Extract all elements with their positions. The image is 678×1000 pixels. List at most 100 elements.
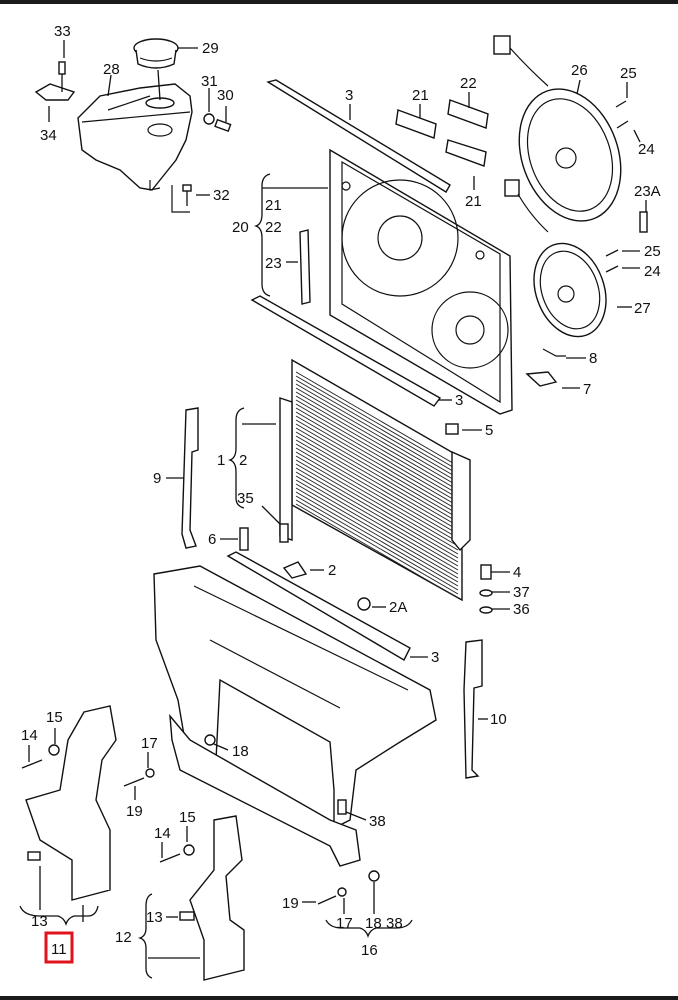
- callout-23: 23: [265, 255, 282, 272]
- callout-2: 2: [239, 452, 247, 469]
- callout-6: 6: [208, 531, 216, 548]
- callout-38: 38: [369, 813, 386, 830]
- radiator-fin: [295, 471, 459, 567]
- radiator-fin: [295, 419, 459, 515]
- callout-26: 26: [571, 62, 588, 79]
- seal-pieces: [395, 99, 489, 167]
- callout-15: 15: [46, 709, 63, 726]
- callout-1: 1: [217, 452, 225, 469]
- callout-27: 27: [634, 300, 651, 317]
- braces: [19, 173, 413, 979]
- radiator-fin: [295, 391, 459, 487]
- callout-25: 25: [620, 65, 637, 82]
- callout-38: 38: [386, 915, 403, 932]
- callout-18: 18: [232, 743, 249, 760]
- bottom-border: [0, 996, 678, 1000]
- callout-3: 3: [431, 649, 439, 666]
- radiator-fin: [295, 503, 459, 599]
- radiator-fin: [295, 383, 459, 479]
- radiator-fin: [295, 431, 459, 527]
- radiator-fin: [295, 475, 459, 571]
- callout-2a: 2A: [389, 599, 407, 616]
- callout-35: 35: [237, 490, 254, 507]
- seal-strip-mid: [250, 295, 442, 407]
- radiator: [279, 358, 471, 602]
- radiator-fin: [295, 371, 459, 467]
- callout-10: 10: [490, 711, 507, 728]
- radiator-fin: [295, 447, 459, 543]
- radiator-fin: [295, 427, 459, 523]
- callout-29: 29: [202, 40, 219, 57]
- fan-shroud: [329, 148, 513, 415]
- radiator-fin: [295, 407, 459, 503]
- radiator-fin: [295, 415, 459, 511]
- air-guide-12: [179, 815, 245, 981]
- callout-37: 37: [513, 584, 530, 601]
- callout-19: 19: [282, 895, 299, 912]
- callout-5: 5: [485, 422, 493, 439]
- lock-carrier: [153, 551, 437, 830]
- seal-23: [299, 229, 311, 305]
- screws-24-25: [605, 100, 648, 273]
- callout-25: 25: [644, 243, 661, 260]
- callout-30: 30: [217, 87, 234, 104]
- callout-17: 17: [336, 915, 353, 932]
- bracket-34: [34, 61, 76, 101]
- top-border: [0, 0, 678, 4]
- callout-18: 18: [365, 915, 382, 932]
- radiator-fin: [295, 423, 459, 519]
- callout-2: 2: [328, 562, 336, 579]
- radiator-fin: [295, 439, 459, 535]
- callout-24: 24: [638, 141, 655, 158]
- expansion-tank-cap: [133, 38, 179, 101]
- expansion-tank: [77, 83, 193, 191]
- bolt-32: [171, 184, 192, 213]
- callout-21: 21: [265, 197, 282, 214]
- fan-motor-26: [493, 35, 622, 222]
- callout-23a: 23A: [634, 183, 661, 200]
- highlight-box-11: [44, 931, 74, 964]
- radiator-fin: [295, 491, 459, 587]
- radiator-fin: [295, 395, 459, 491]
- radiator-fin: [295, 463, 459, 559]
- radiator-fin: [295, 387, 459, 483]
- radiator-fin: [295, 479, 459, 575]
- callout-3: 3: [455, 392, 463, 409]
- bracket-16: [169, 713, 380, 882]
- radiator-fin: [295, 495, 459, 591]
- callout-11: 11: [51, 941, 67, 958]
- seal-strip-top: [266, 79, 451, 193]
- callout-13: 13: [31, 913, 48, 930]
- callout-20: 20: [232, 219, 249, 236]
- small-fasteners: [21, 523, 493, 905]
- callout-7: 7: [583, 381, 591, 398]
- side-member-9: [181, 407, 199, 549]
- callout-labels: 33 29 28 31 30 34 32 3 21 22 21 26 25 24…: [21, 23, 661, 959]
- callout-4: 4: [513, 564, 521, 581]
- radiator-fin: [295, 455, 459, 551]
- callout-36: 36: [513, 601, 530, 618]
- clips-7-8: [525, 348, 566, 387]
- callout-24: 24: [644, 263, 661, 280]
- radiator-fin: [295, 375, 459, 471]
- callout-32: 32: [213, 187, 230, 204]
- callout-12: 12: [115, 929, 132, 946]
- callout-13: 13: [146, 909, 163, 926]
- callout-21: 21: [465, 193, 482, 210]
- callout-9: 9: [153, 470, 161, 487]
- radiator-fin: [295, 487, 459, 583]
- callout-22: 22: [265, 219, 282, 236]
- callout-16: 16: [361, 942, 378, 959]
- radiator-fin: [295, 483, 459, 579]
- callout-14: 14: [154, 825, 171, 842]
- radiator-fin: [295, 435, 459, 531]
- radiator-fin: [295, 399, 459, 495]
- callout-19: 19: [126, 803, 143, 820]
- radiator-fin: [295, 467, 459, 563]
- radiator-fin: [295, 451, 459, 547]
- side-member-10: [463, 639, 483, 779]
- sensor-30-31: [203, 113, 232, 133]
- callout-3: 3: [345, 87, 353, 104]
- callout-31: 31: [201, 73, 218, 90]
